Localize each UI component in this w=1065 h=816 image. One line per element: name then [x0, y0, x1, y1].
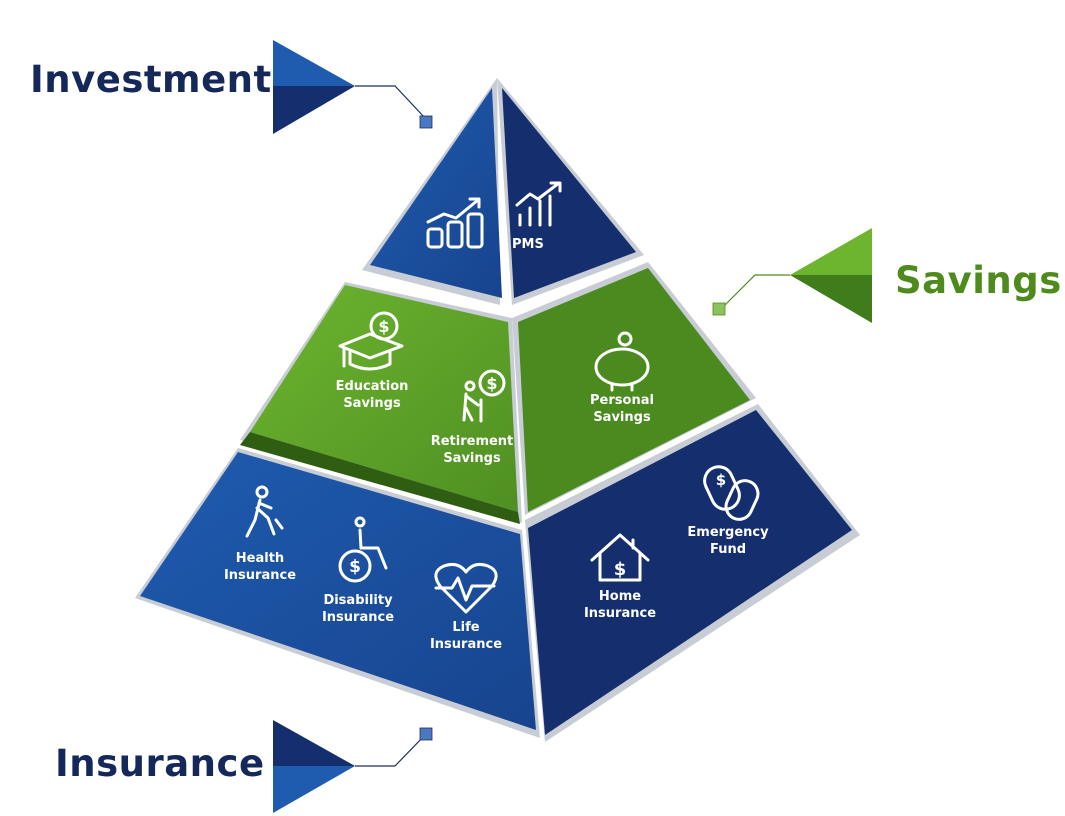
insurance-left-face: [140, 452, 536, 730]
svg-text:$: $: [616, 357, 629, 378]
pill-dollar-icon: [703, 465, 760, 521]
investment-left-face: [370, 88, 502, 298]
insurance-callout: [273, 720, 433, 813]
graduation-cap-dollar-icon: [338, 311, 404, 371]
savings-underside: [240, 432, 520, 524]
coins-growth-icon: [426, 197, 484, 249]
house-dollar-icon: [590, 533, 650, 582]
svg-text:$: $: [378, 317, 389, 336]
svg-text:$: $: [349, 557, 361, 577]
growth-bar-chart-icon: [515, 181, 562, 227]
investment-right-face: [502, 88, 636, 298]
dollar-glyphs: $ $ $ $ $ $: [349, 317, 726, 580]
elderly-dollar-icon: [462, 369, 506, 423]
insurance-right-face: [528, 410, 852, 735]
savings-tier-label: Savings: [895, 259, 1062, 302]
investment-tier-label: Investment: [30, 58, 272, 101]
svg-text:$: $: [716, 471, 726, 489]
savings-left-face: [250, 285, 518, 512]
wheelchair-dollar-icon: [338, 516, 388, 583]
pms-caption: PMS: [512, 237, 544, 252]
insurance-tier-label: Insurance: [55, 742, 265, 785]
piggy-bank-icon: [594, 331, 650, 392]
svg-text:$: $: [486, 374, 497, 393]
svg-text:$: $: [614, 559, 627, 580]
savings-right-face: [518, 268, 750, 512]
heartbeat-icon: [434, 563, 498, 614]
savings-callout: [712, 228, 872, 323]
investment-callout: [273, 40, 433, 134]
injured-person-icon: [245, 485, 284, 538]
